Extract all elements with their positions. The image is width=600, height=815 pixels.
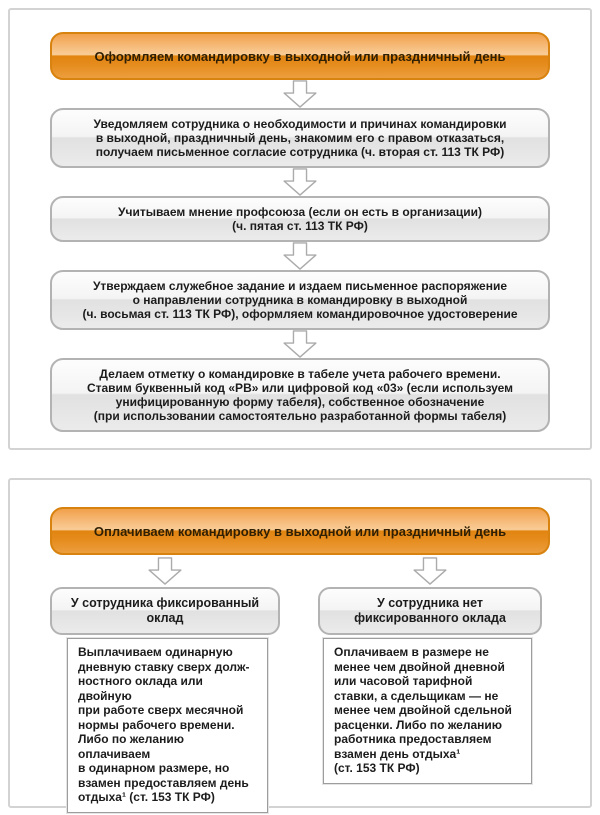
flow2-column: Оплачиваем командировку в выходной или п… <box>10 480 590 813</box>
branch-fixed-salary-title: У сотрудника фиксированный оклад <box>50 587 280 635</box>
flow2-header: Оплачиваем командировку в выходной или п… <box>50 507 550 555</box>
branch-no-fixed-salary-title: У сотрудника нет фиксированного оклада <box>318 587 542 635</box>
flow1-step-1: Уведомляем сотрудника о необходимости и … <box>50 108 550 168</box>
flow1-step-3: Утверждаем служебное задание и издаем пи… <box>50 270 550 330</box>
flow1-header: Оформляем командировку в выходной или пр… <box>50 32 550 80</box>
pay-trip-flowchart-panel: Оплачиваем командировку в выходной или п… <box>8 478 592 813</box>
flow1-step-4: Делаем отметку о командировке в табеле у… <box>50 358 550 432</box>
down-arrow-icon <box>281 168 319 196</box>
flow1-column: Оформляем командировку в выходной или пр… <box>10 10 590 432</box>
down-arrow-icon <box>50 557 280 587</box>
branch-no-fixed-salary-body: Оплачиваем в размере не менее чем двойно… <box>323 638 532 784</box>
branch-no-fixed-salary: У сотрудника нет фиксированного оклада О… <box>318 557 542 813</box>
flow1-step-2: Учитываем мнение профсоюза (если он есть… <box>50 196 550 242</box>
down-arrow-icon <box>281 80 319 108</box>
branch-fixed-salary: У сотрудника фиксированный оклад Выплачи… <box>50 557 280 813</box>
down-arrow-icon <box>281 330 319 358</box>
down-arrow-icon <box>318 557 542 587</box>
branch-fixed-salary-body: Выплачиваем одинарную дневную ставку све… <box>67 638 268 813</box>
down-arrow-icon <box>281 242 319 270</box>
flow2-branches: У сотрудника фиксированный оклад Выплачи… <box>10 555 590 813</box>
arrange-trip-flowchart-panel: Оформляем командировку в выходной или пр… <box>8 8 592 450</box>
